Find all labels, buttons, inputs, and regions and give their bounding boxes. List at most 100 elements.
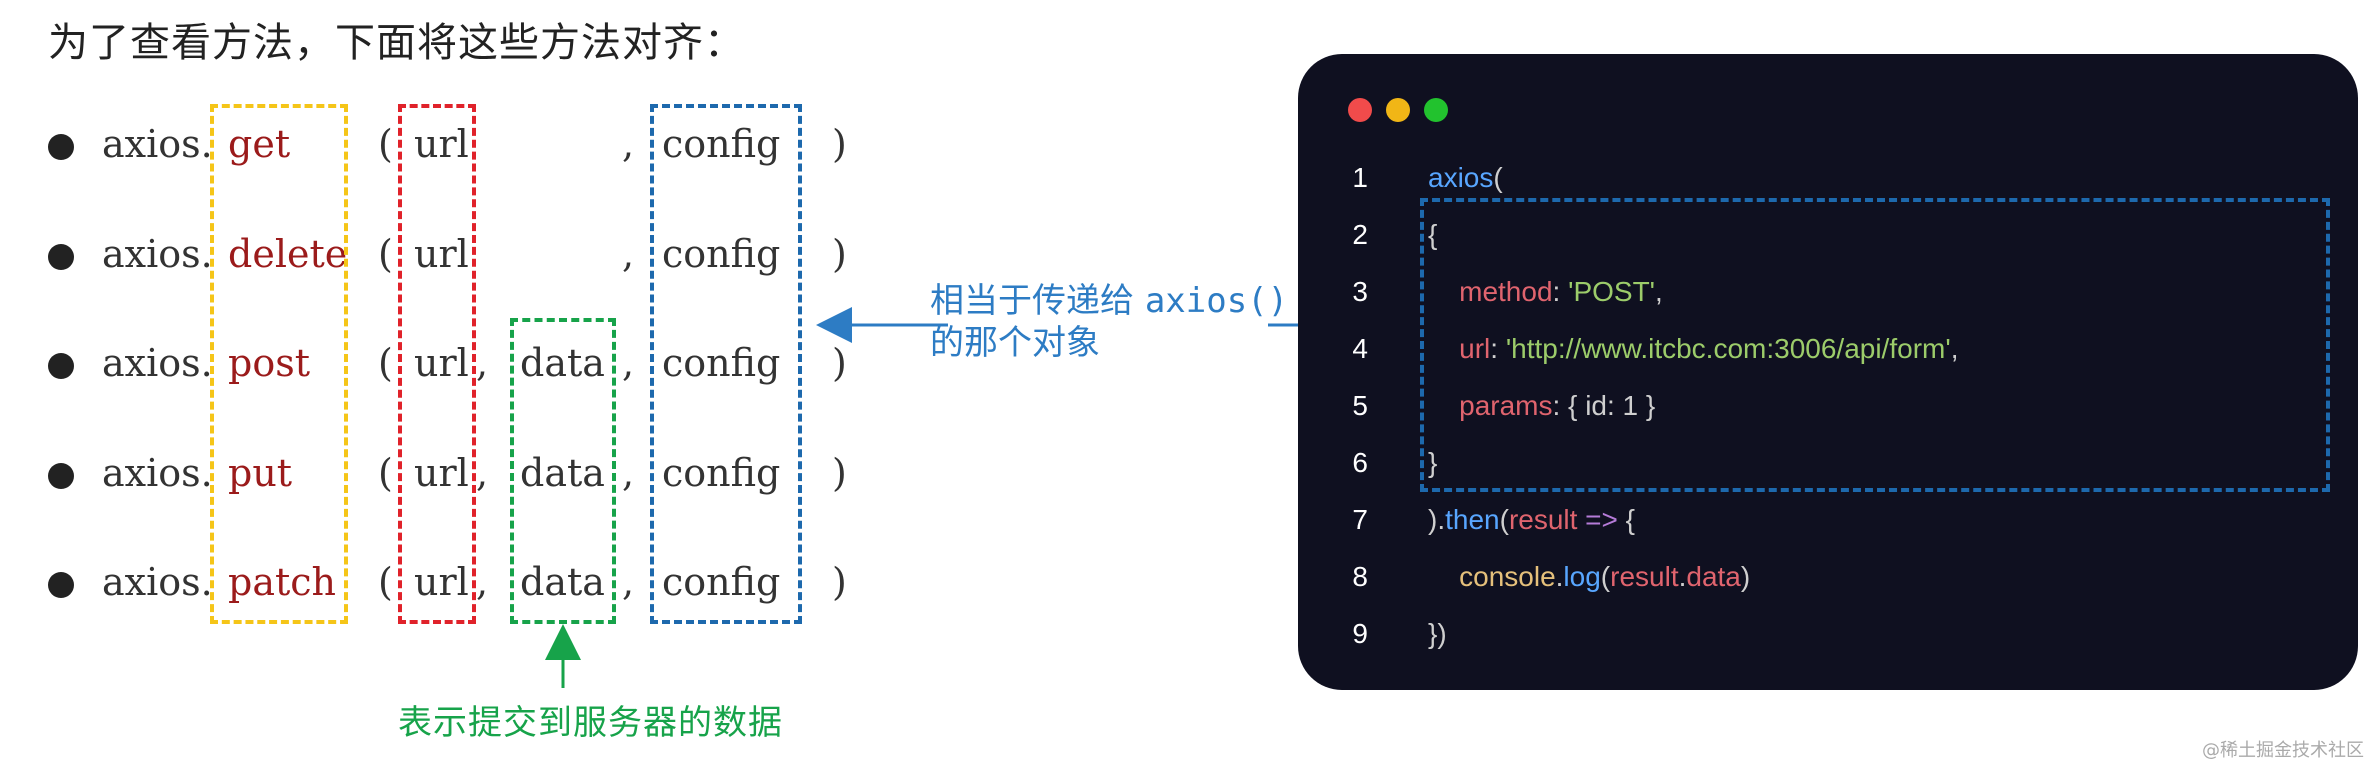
middle-caption: 相当于传递给 axios() 的那个对象 <box>930 280 1288 364</box>
row-config: config <box>662 560 781 604</box>
row-config: config <box>662 122 781 166</box>
row-url: url <box>414 122 469 166</box>
middle-caption-code: axios() <box>1144 281 1289 321</box>
row-close: ) <box>832 451 847 495</box>
code-line: 3 method: 'POST', <box>1298 276 2298 316</box>
row-url: url <box>414 560 469 604</box>
methods-box <box>210 104 348 624</box>
code-token: ). <box>1428 504 1446 535</box>
code-text: axios( <box>1428 162 1503 194</box>
row-url: url <box>414 341 469 385</box>
code-token: method <box>1459 276 1553 307</box>
row-data: data <box>520 451 605 495</box>
code-token <box>1428 561 1459 592</box>
code-line: 7 ).then(result => { <box>1298 504 2298 544</box>
code-token: => <box>1577 504 1626 535</box>
code-token: params <box>1459 390 1553 421</box>
code-line: 6} <box>1298 447 2298 487</box>
code-token: 'POST' <box>1568 276 1656 307</box>
row-open: ( <box>378 451 393 495</box>
url-box <box>398 104 476 624</box>
code-token: url <box>1459 333 1491 364</box>
code-text: }) <box>1428 618 1447 650</box>
row-method: post <box>228 341 310 385</box>
row-close: ) <box>832 560 847 604</box>
code-token: 'http://www.itcbc.com:3006/api/form' <box>1505 333 1951 364</box>
row-method: get <box>228 122 291 166</box>
code-line: 5 params: { id: 1 } <box>1298 390 2298 430</box>
line-number: 5 <box>1352 390 1368 421</box>
bullet-icon <box>48 353 74 379</box>
row-open: ( <box>378 122 393 166</box>
code-token: axios <box>1428 162 1494 193</box>
code-text: { <box>1428 219 1437 251</box>
row-method: put <box>228 451 293 495</box>
code-token: }) <box>1428 618 1447 649</box>
row-open: ( <box>378 341 393 385</box>
code-token: log <box>1563 561 1601 592</box>
code-text: console.log(result.data) <box>1428 561 1750 593</box>
watermark: @稀土掘金技术社区 <box>2202 740 2364 761</box>
line-number: 4 <box>1352 333 1368 364</box>
code-token: ( <box>1493 162 1503 193</box>
middle-caption-line2: 的那个对象 <box>930 323 1100 363</box>
line-number: 6 <box>1352 447 1368 478</box>
code-token: : <box>1552 276 1569 307</box>
code-token: . <box>1555 561 1564 592</box>
code-text: ).then(result => { <box>1428 504 1635 536</box>
code-token: result <box>1508 504 1578 535</box>
code-object-box <box>1420 198 2330 492</box>
row-obj: axios. <box>102 232 213 276</box>
code-token: { <box>1428 219 1438 250</box>
code-text: } <box>1428 447 1437 479</box>
row-url: url <box>414 232 469 276</box>
row-data: data <box>520 341 605 385</box>
code-line: 4 url: 'http://www.itcbc.com:3006/api/fo… <box>1298 333 2298 373</box>
code-text: params: { id: 1 } <box>1428 390 1655 422</box>
code-token: ( <box>1499 504 1509 535</box>
window-minimize-dot <box>1386 98 1410 122</box>
bullet-icon <box>48 572 74 598</box>
code-token: ( <box>1600 561 1611 592</box>
row-close: ) <box>832 341 847 385</box>
window-close-dot <box>1348 98 1372 122</box>
row-config: config <box>662 232 781 276</box>
line-number: 9 <box>1352 618 1368 649</box>
row-close: ) <box>832 122 847 166</box>
heading: 为了查看方法，下面将这些方法对齐： <box>48 20 745 66</box>
code-token: then <box>1445 504 1500 535</box>
row-open: ( <box>378 232 393 276</box>
line-number: 2 <box>1352 219 1368 250</box>
code-token: console <box>1459 561 1556 592</box>
line-number: 3 <box>1352 276 1368 307</box>
code-token: , <box>1950 333 1959 364</box>
row-obj: axios. <box>102 451 213 495</box>
window-maximize-dot <box>1424 98 1448 122</box>
bullet-icon <box>48 463 74 489</box>
line-number: 7 <box>1352 504 1368 535</box>
code-token: : <box>1490 333 1506 364</box>
config-box <box>650 104 802 624</box>
row-config: config <box>662 341 781 385</box>
row-url: url <box>414 451 469 495</box>
bullet-icon <box>48 244 74 270</box>
method-row: axios.post(url,data,config) <box>0 339 900 399</box>
code-token: : { id: 1 } <box>1552 390 1656 421</box>
row-comma2: , <box>622 232 635 276</box>
row-comma2: , <box>622 341 635 385</box>
row-comma2: , <box>622 560 635 604</box>
row-comma2: , <box>622 122 635 166</box>
row-obj: axios. <box>102 122 213 166</box>
method-row: axios.put(url,data,config) <box>0 449 900 509</box>
row-open: ( <box>378 560 393 604</box>
data-box <box>510 318 616 624</box>
method-row: axios. get ( url, config) <box>0 120 900 180</box>
code-token: ) <box>1740 561 1751 592</box>
row-method: patch <box>228 560 337 604</box>
code-line: 8 console.log(result.data) <box>1298 561 2298 601</box>
code-text: method: 'POST', <box>1428 276 1663 308</box>
code-line: 2{ <box>1298 219 2298 259</box>
row-obj: axios. <box>102 341 213 385</box>
